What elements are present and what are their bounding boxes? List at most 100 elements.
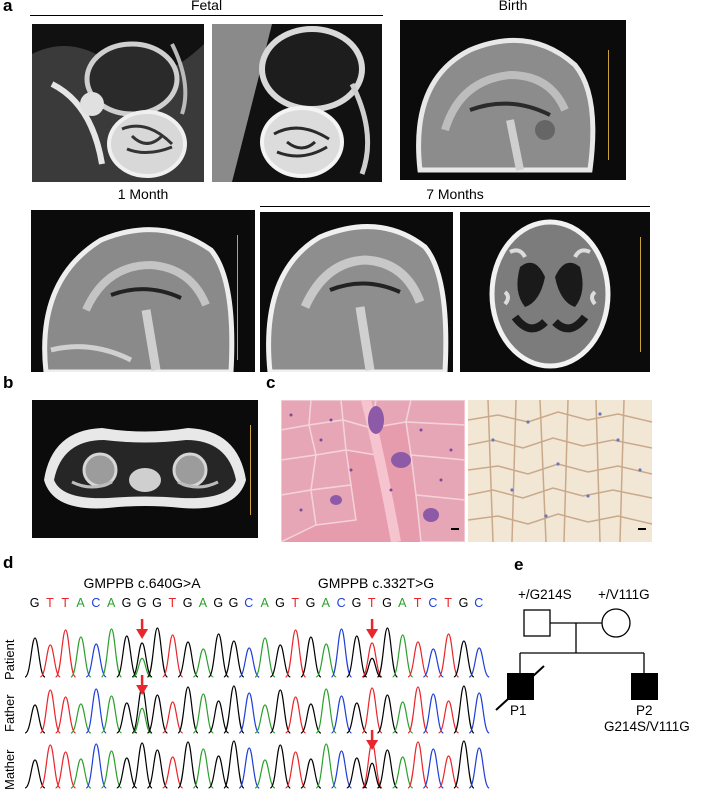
variant-2-base-7: T	[367, 596, 376, 610]
panel-label-e: e	[514, 555, 524, 574]
chromatogram-peak	[85, 688, 107, 734]
chromatogram-peak	[177, 686, 199, 734]
chromatogram-peak	[453, 640, 475, 678]
variant-1-base-13: G	[228, 596, 239, 610]
p2-symbol	[631, 673, 658, 700]
variant-2-base-5: C	[336, 596, 346, 610]
variant-1-base-5: A	[106, 596, 116, 610]
chromatogram-peak	[285, 696, 307, 734]
chromatogram-peak	[55, 751, 77, 789]
father-genotype: +/G214S	[518, 587, 572, 602]
chromatogram-het-peak	[132, 707, 152, 734]
chromatogram-het-peak	[132, 657, 152, 678]
chromatogram-peak	[346, 757, 368, 789]
immunostained-muscle-biopsy-image	[468, 400, 652, 542]
variant-1-base-6: G	[121, 596, 132, 610]
chromatogram-peak	[346, 635, 368, 678]
variant-2-base-2: T	[291, 596, 300, 610]
chromatogram-peak	[315, 688, 337, 734]
variant-2-base-8: G	[382, 596, 392, 610]
father-symbol	[523, 609, 551, 637]
chromatogram-peak	[70, 703, 92, 734]
chromatogram-peak	[422, 648, 444, 678]
variant-2-base-3: G	[305, 596, 316, 610]
he-stained-muscle-biopsy-image	[281, 400, 465, 542]
chromatogram-peak	[407, 741, 429, 789]
chromatogram-het-peak	[362, 657, 382, 678]
chromatogram-peak	[376, 749, 398, 789]
chromatogram-peak	[208, 700, 229, 734]
chromatogram-peak	[55, 629, 77, 678]
variant-2-base-4: A	[321, 596, 330, 610]
chromatogram-peak	[100, 695, 123, 734]
panel-label-d: d	[3, 553, 14, 572]
caption-1-month: 1 Month	[117, 186, 169, 202]
chromatogram-peak	[407, 686, 429, 734]
variant-2-base-14: C	[474, 596, 484, 610]
chromatogram-peak	[330, 695, 353, 734]
chromatogram-peak	[238, 747, 260, 789]
birth-mri-image	[400, 20, 626, 180]
chromatogram-peak	[468, 647, 490, 678]
chromatogram-het-peak	[362, 762, 382, 789]
chromatogram-peak	[39, 744, 61, 789]
mother-symbol	[601, 608, 631, 638]
chromatogram-peak	[254, 759, 276, 789]
scale-bar	[608, 50, 609, 160]
mother-genotype: +/V111G	[598, 587, 650, 602]
chromatogram-peak	[254, 704, 276, 734]
variant-1-base-14: C	[244, 596, 254, 610]
chromatogram-peak	[70, 636, 92, 678]
chromatogram-peak	[315, 643, 337, 678]
variant-1-base-10: G	[182, 596, 193, 610]
variant-1-base-0: G	[29, 596, 40, 610]
7-months-axial-mri-image	[460, 212, 650, 372]
fetal-mri-image-1	[32, 24, 204, 182]
chromatogram-peak	[285, 629, 307, 678]
variant-2-base-0: A	[260, 596, 269, 610]
chromatogram-peak	[24, 759, 46, 789]
p2-label: P2	[636, 703, 653, 718]
variant-1-base-7: G	[136, 596, 147, 610]
7-months-sagittal-mri-image	[260, 212, 453, 372]
chromatogram-peak	[39, 644, 61, 678]
p1-label: P1	[510, 703, 527, 718]
chromatogram-peak	[392, 756, 414, 789]
chromatogram-peak	[146, 694, 168, 734]
thigh-muscle-mri-image	[32, 400, 258, 538]
chromatogram-peak	[392, 701, 414, 734]
variant-1-base-12: G	[213, 596, 224, 610]
variant-arrow	[366, 619, 379, 639]
p1-deceased-slash	[495, 665, 545, 711]
chromatogram-peak	[223, 640, 245, 678]
chromatogram-peak	[269, 689, 291, 734]
sequencing-chromatograms	[24, 619, 490, 789]
panel-label-b: b	[3, 373, 14, 392]
chromatogram-peak	[361, 687, 383, 734]
chromatogram-peak	[269, 744, 291, 789]
variant-arrow	[136, 619, 149, 639]
chromatogram-peak	[85, 643, 107, 678]
chromatogram-peak	[422, 693, 444, 734]
chromatogram-peak	[407, 641, 429, 678]
chromatogram-peak	[361, 642, 383, 678]
chromatogram-peak	[254, 637, 276, 678]
chromatogram-peak	[55, 696, 77, 734]
7-months-bracket-line	[260, 206, 650, 207]
chromatogram-peak	[192, 693, 214, 734]
chromatogram-peak	[177, 641, 199, 678]
chromatogram-peak	[376, 694, 398, 734]
chromatogram-peak	[100, 628, 123, 678]
chromatogram-peak	[208, 633, 230, 678]
chromatogram-peak	[162, 634, 184, 678]
chromatogram-peak	[39, 689, 61, 734]
caption-fetal: Fetal	[190, 0, 223, 13]
chromatogram-peak	[285, 751, 307, 789]
chromatogram-peak	[116, 635, 138, 678]
variant-arrow	[136, 675, 149, 695]
variant-2-base-9: A	[398, 596, 407, 610]
chromatogram-peak	[146, 627, 168, 678]
variant-2-base-12: T	[444, 596, 453, 610]
variant-1-base-3: A	[76, 596, 85, 610]
